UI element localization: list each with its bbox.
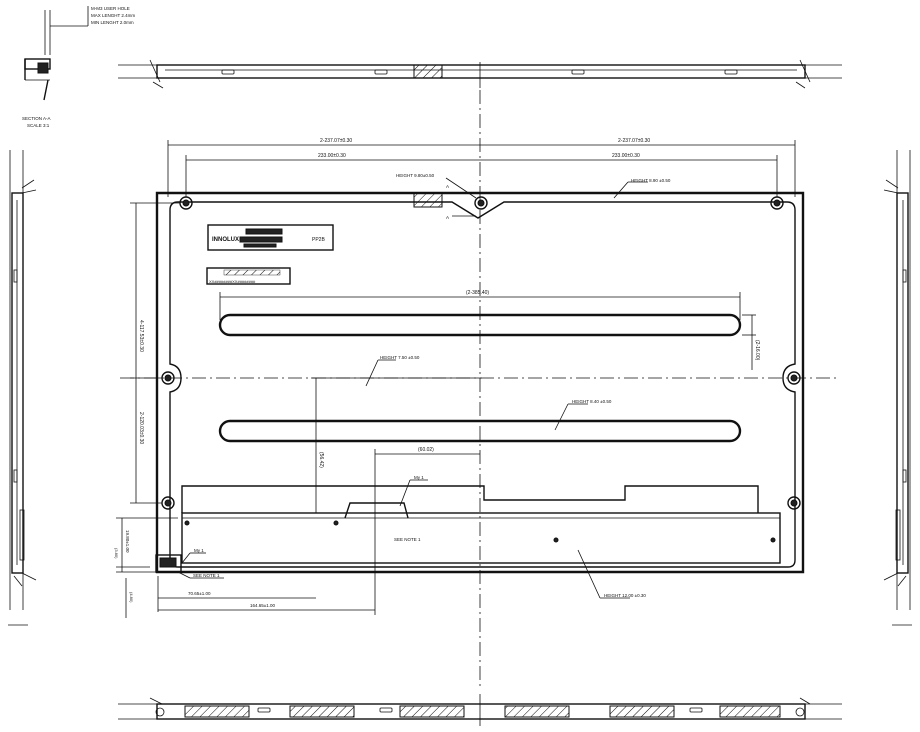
main-front-view: INNOLUX PP2B XX########XX######## (155, 191, 805, 574)
product-label: INNOLUX PP2B (207, 224, 334, 251)
dim-below-tiny: (4.80) (129, 592, 134, 603)
screw-hole-low-right (787, 496, 801, 510)
section-scale: SCALE 3:1 (27, 123, 50, 128)
outer-frame (155, 191, 805, 574)
screw-hole-top-center (474, 196, 488, 210)
screw-note-line3: MIN LENGHT 2.0mm (91, 20, 134, 25)
dim-top-left-inner: 233.00±0.30 (318, 153, 346, 159)
mylar-1: My 1 (414, 475, 424, 480)
screw-note-line2: MAX LENGHT 2.4mm (91, 13, 135, 18)
dimension-connector: (56.42) (60.02) (311, 377, 482, 615)
dim-bottom-total: 164.65±1.00 (250, 603, 275, 608)
section-a-a-detail: SECTION A-A SCALE 3:1 (22, 58, 51, 128)
dimension-bottom-left: 19.80±1.00 (3.80) (4.80) (114, 517, 178, 618)
dim-left-upper: 4-117.53±0.30 (138, 320, 144, 352)
height-slot-lower: HEIGHT 8.40 ±0.50 (572, 399, 612, 404)
screw-hole-note: M-M3 USER HOLE MAX LENGHT 2.4mm MIN LENG… (44, 6, 135, 55)
height-middle: HEIGHT 7.50 ±0.50 (380, 355, 420, 360)
dim-bottom-left-small: 19.80±1.00 (125, 530, 130, 553)
height-callout-middle: HEIGHT 7.50 ±0.50 (365, 355, 420, 387)
mylar-2: My 1 (194, 548, 204, 553)
dimension-left-vertical: 4-117.53±0.30 2-120.03±0.30 (130, 202, 180, 504)
height-bottom: HEIGHT 12.00 ±0.30 (604, 593, 646, 598)
height-callout-center-top: HEIGHT 9.80±0.50 A A (396, 173, 477, 220)
dim-slot-width: (2-16.00) (754, 340, 760, 361)
left-side-view (8, 150, 37, 626)
dim-top-left-outer: 2-237.07±0.30 (320, 138, 352, 144)
dimension-bottom-horizontal: 70.65±1.00 164.65±1.00 (157, 576, 375, 612)
top-connector (413, 192, 443, 208)
bottom-pcb-area (155, 485, 781, 573)
lower-slot (218, 419, 742, 443)
dimension-slot-width: (2-16.00) (742, 314, 760, 370)
screw-hole-top-right (770, 196, 784, 210)
top-side-view (118, 59, 842, 89)
screw-hole-top-left (179, 196, 193, 210)
see-note-center: SEE NOTE 1 (394, 537, 421, 542)
dim-connector-height: (56.42) (318, 452, 324, 468)
dim-top-right-inner: 233.00±0.30 (612, 153, 640, 159)
upper-slot (218, 313, 742, 337)
center-lines (120, 90, 840, 690)
screw-note-line1: M-M3 USER HOLE (91, 6, 130, 11)
screw-hole-low-left (161, 496, 175, 510)
model-tag: PP2B (312, 237, 325, 243)
top-connector-hatch (413, 64, 443, 79)
see-note-left: SEE NOTE 1 (193, 573, 220, 578)
height-callout-slot-lower: HEIGHT 8.40 ±0.50 (554, 399, 612, 431)
height-callout-bottom: HEIGHT 12.00 ±0.30 (577, 549, 646, 599)
brand-text: INNOLUX (212, 237, 239, 243)
section-mark-a1: A (446, 184, 449, 189)
bottom-side-view (118, 694, 842, 726)
height-callout-right-top: HEIGHT 8.90 ±0.50 (613, 178, 671, 199)
section-title: SECTION A-A (22, 116, 51, 121)
height-right-top: HEIGHT 8.90 ±0.50 (631, 178, 671, 183)
dim-bottom-left-tiny: (3.80) (114, 548, 119, 559)
dim-connector-width: (60.02) (418, 447, 434, 453)
dim-bottom-offset: 70.65±1.00 (188, 591, 211, 596)
inner-contour (169, 201, 796, 568)
mylar-callouts: My 1 My 1 SEE NOTE 1 SEE NOTE 1 (177, 475, 428, 579)
screw-hole-mid-right (787, 371, 801, 385)
barcode-label: XX########XX######## (206, 267, 291, 285)
right-side-view (883, 150, 912, 626)
dim-slot-length: (2-385.40) (466, 290, 489, 296)
dim-left-lower: 2-120.03±0.30 (138, 412, 144, 444)
dimension-top-inner: 233.00±0.30 233.00±0.30 (185, 153, 778, 197)
dimension-slot-length: (2-385.40) (219, 290, 741, 320)
dim-top-right-outer: 2-237.07±0.30 (618, 138, 650, 144)
barcode-text: XX########XX######## (209, 279, 256, 284)
dimension-top-outer: 2-237.07±0.30 2-237.07±0.30 (167, 138, 796, 197)
section-mark-a2: A (446, 215, 449, 220)
height-center-top: HEIGHT 9.80±0.50 (396, 173, 435, 178)
